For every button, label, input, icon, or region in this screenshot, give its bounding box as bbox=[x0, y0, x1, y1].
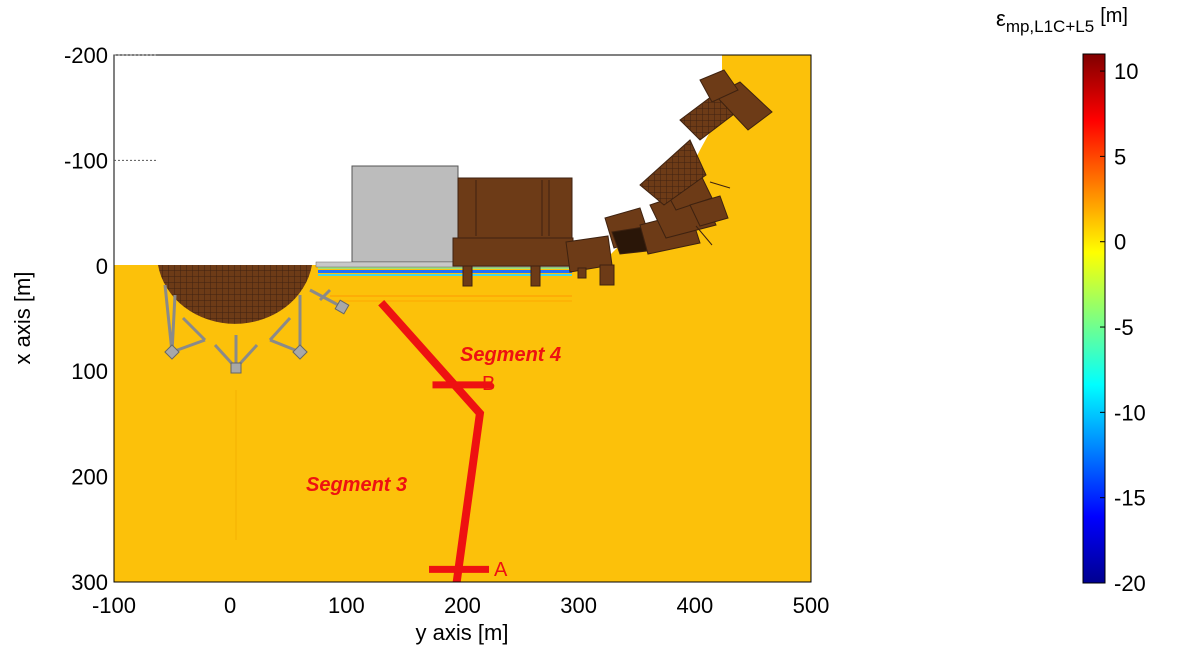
low-error-strip-3 bbox=[318, 266, 572, 269]
x-tick-label: 200 bbox=[444, 593, 481, 618]
y-tick-labels: -200 -100 0 100 200 300 bbox=[64, 43, 108, 595]
low-error-strip bbox=[318, 270, 572, 273]
y-tick-label: 300 bbox=[71, 570, 108, 595]
colorbar: 10 5 0 -5 -10 -15 -20 εmp,L1C+L5 [m] bbox=[996, 5, 1146, 596]
x-tick-label: 0 bbox=[224, 593, 236, 618]
y-tick-label: 200 bbox=[71, 465, 108, 490]
x-axis-label: y axis [m] bbox=[416, 620, 509, 645]
y-tick-label: -200 bbox=[64, 43, 108, 68]
dish-structure bbox=[158, 265, 312, 324]
x-tick-label: -100 bbox=[92, 593, 136, 618]
colorbar-gradient bbox=[1082, 53, 1106, 584]
colorbar-label-sub: mp,L1C+L5 bbox=[1006, 17, 1094, 36]
heatmap-texture bbox=[235, 295, 572, 540]
colorbar-tick-label: -5 bbox=[1114, 315, 1134, 340]
colorbar-tick-label: -10 bbox=[1114, 400, 1146, 425]
y-axis-label: x axis [m] bbox=[10, 272, 35, 365]
low-error-strip-2 bbox=[318, 274, 572, 276]
point-a-label: A bbox=[494, 559, 508, 581]
colorbar-tick-label: 0 bbox=[1114, 230, 1126, 255]
brown-building bbox=[452, 177, 574, 287]
gray-building bbox=[351, 165, 459, 263]
x-tick-label: 300 bbox=[560, 593, 597, 618]
segment3-label: Segment 3 bbox=[306, 474, 407, 496]
y-tick-label: -100 bbox=[64, 148, 108, 173]
y-tick-marks bbox=[114, 54, 156, 161]
colorbar-label-main: ε bbox=[996, 6, 1006, 31]
axes-frame bbox=[113, 54, 812, 583]
plot-area: Segment 4 Segment 3 B A bbox=[113, 54, 812, 583]
x-tick-label: 100 bbox=[328, 593, 365, 618]
y-tick-label: 100 bbox=[71, 359, 108, 384]
tilted-structures bbox=[565, 69, 773, 286]
colorbar-tick-label: -15 bbox=[1114, 486, 1146, 511]
segment-track bbox=[378, 300, 485, 583]
point-markers bbox=[429, 381, 493, 573]
segment4-label: Segment 4 bbox=[460, 344, 561, 366]
colorbar-label: εmp,L1C+L5 [m] bbox=[996, 5, 1128, 36]
colorbar-label-unit: [m] bbox=[1100, 5, 1128, 27]
x-tick-label: 500 bbox=[793, 593, 830, 618]
dish-feet bbox=[164, 299, 350, 374]
colorbar-ticks: 10 5 0 -5 -10 -15 -20 bbox=[1100, 59, 1146, 596]
colorbar-tick-label: -20 bbox=[1114, 571, 1146, 596]
x-tick-labels: -100 0 100 200 300 400 500 bbox=[92, 593, 829, 618]
y-tick-label: 0 bbox=[96, 254, 108, 279]
x-tick-label: 400 bbox=[676, 593, 713, 618]
colorbar-tick-label: 5 bbox=[1114, 144, 1126, 169]
colorbar-tick-label: 10 bbox=[1114, 59, 1138, 84]
point-b-label: B bbox=[482, 373, 495, 395]
